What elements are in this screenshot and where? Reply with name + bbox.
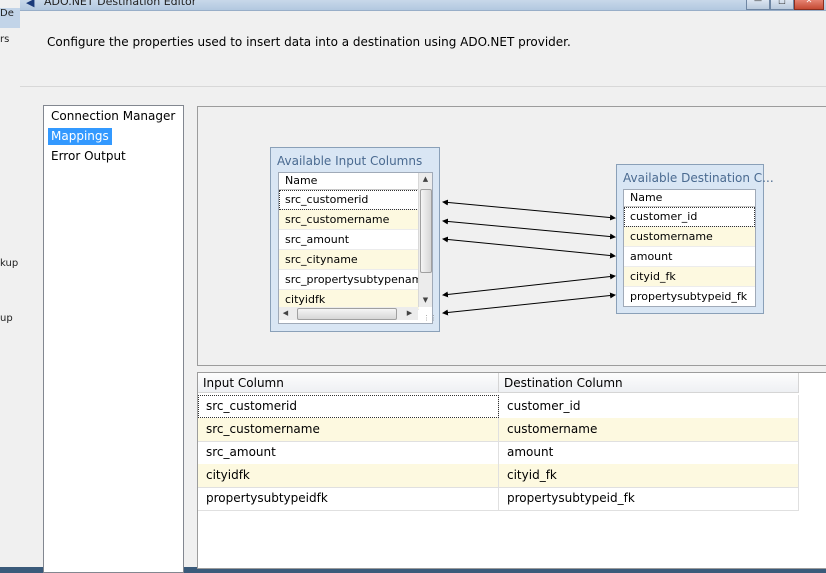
destination-column-cell[interactable]: propertysubtypeid_fk <box>499 487 799 510</box>
destination-column-item[interactable]: amount <box>624 247 755 267</box>
window-title: ADO.NET Destination Editor <box>44 0 197 8</box>
column-header-input[interactable]: Input Column <box>198 373 499 393</box>
destination-column-cell[interactable]: amount <box>499 441 799 464</box>
input-columns-hscrollbar[interactable]: ◀ ▶ <box>279 307 418 320</box>
page-nav-list: Connection Manager Mappings Error Output <box>43 105 184 573</box>
dialog-client: Configure the properties used to insert … <box>20 11 826 573</box>
mapping-line-customername[interactable] <box>442 218 616 240</box>
table-row[interactable]: cityidfk cityid_fk <box>198 464 799 488</box>
close-icon: ✕ <box>805 0 813 5</box>
input-columns-box[interactable]: Available Input Columns Name src_custome… <box>270 147 440 332</box>
input-column-cell[interactable]: src_customerid <box>198 395 499 418</box>
hscroll-thumb[interactable] <box>297 308 397 320</box>
maximize-icon: □ <box>778 0 786 5</box>
minimize-button[interactable]: — <box>746 0 770 10</box>
input-columns-grid: Name src_customerid src_customername src… <box>278 172 433 324</box>
background-text-4: up <box>0 313 13 324</box>
destination-column-item[interactable]: customername <box>624 227 755 247</box>
nav-item-mappings[interactable]: Mappings <box>48 128 112 145</box>
table-row[interactable]: src_amount amount <box>198 441 799 465</box>
table-row[interactable]: propertysubtypeidfk propertysubtypeid_fk <box>198 487 799 511</box>
table-row[interactable]: src_customerid customer_id <box>198 395 799 419</box>
background-text-3: kup <box>0 258 19 269</box>
table-row[interactable]: src_customername customername <box>198 418 799 442</box>
input-column-cell[interactable]: propertysubtypeidfk <box>198 487 499 510</box>
background-text-1: De <box>0 8 14 19</box>
background-text-2: rs <box>0 34 10 45</box>
chevron-down-icon[interactable]: ▼ <box>422 296 429 304</box>
destination-column-cell[interactable]: customer_id <box>499 395 799 418</box>
destination-columns-title: Available Destination C... <box>623 171 774 185</box>
chevron-left-icon[interactable]: ◀ <box>282 309 289 317</box>
input-column-item[interactable]: src_propertysubtypename <box>279 270 419 290</box>
nav-item-error-output[interactable]: Error Output <box>51 149 126 163</box>
minimize-icon: — <box>754 0 762 5</box>
mapping-line-customerid[interactable] <box>442 199 616 221</box>
mapping-line-cityid[interactable] <box>442 273 616 298</box>
mapping-lines <box>442 199 616 316</box>
input-columns-vscrollbar[interactable]: ▲ ▼ <box>418 173 432 307</box>
chevron-up-icon[interactable]: ▲ <box>422 175 429 183</box>
destination-columns-grid: Name customer_id customername amount cit… <box>623 189 756 307</box>
destination-column-item[interactable]: propertysubtypeid_fk <box>624 287 755 306</box>
input-columns-title: Available Input Columns <box>277 154 423 168</box>
title-bar[interactable]: ◀ ADO.NET Destination Editor — □ ✕ <box>20 0 826 11</box>
header-separator <box>20 86 826 87</box>
close-button[interactable]: ✕ <box>794 0 824 10</box>
input-column-item[interactable]: src_cityname <box>279 250 419 270</box>
destination-column-cell[interactable]: cityid_fk <box>499 464 799 487</box>
chevron-right-icon[interactable]: ▶ <box>406 309 413 317</box>
destination-columns-header: Name <box>624 190 755 207</box>
nav-item-connection-manager[interactable]: Connection Manager <box>51 109 176 123</box>
destination-column-cell[interactable]: customername <box>499 418 799 441</box>
mapping-table[interactable]: Input Column Destination Column src_cust… <box>197 372 826 569</box>
db-destination-icon: ◀ <box>26 0 35 9</box>
mapping-line-propertysubtype[interactable] <box>442 292 616 316</box>
vscroll-thumb[interactable] <box>420 189 432 273</box>
destination-column-item[interactable]: cityid_fk <box>624 267 755 287</box>
input-column-cell[interactable]: cityidfk <box>198 464 499 487</box>
maximize-button[interactable]: □ <box>770 0 794 10</box>
mapping-canvas[interactable]: Available Input Columns Name src_custome… <box>197 106 826 366</box>
input-column-cell[interactable]: src_customername <box>198 418 499 441</box>
destination-columns-box[interactable]: Available Destination C... Name customer… <box>616 164 774 314</box>
input-column-item[interactable]: src_customerid <box>279 190 419 210</box>
resize-grip-icon[interactable]: ⋮⋮ <box>423 314 437 322</box>
input-column-item[interactable]: src_customername <box>279 210 419 230</box>
input-column-item[interactable]: src_amount <box>279 230 419 250</box>
mapping-line-amount[interactable] <box>442 236 616 259</box>
background-window-strip: De rs kup up <box>0 0 21 567</box>
column-header-destination[interactable]: Destination Column <box>499 373 799 393</box>
input-columns-header: Name <box>279 173 432 190</box>
destination-column-item[interactable]: customer_id <box>624 207 755 227</box>
input-column-cell[interactable]: src_amount <box>198 441 499 464</box>
page-description: Configure the properties used to insert … <box>47 35 571 49</box>
background-tab <box>0 8 20 28</box>
